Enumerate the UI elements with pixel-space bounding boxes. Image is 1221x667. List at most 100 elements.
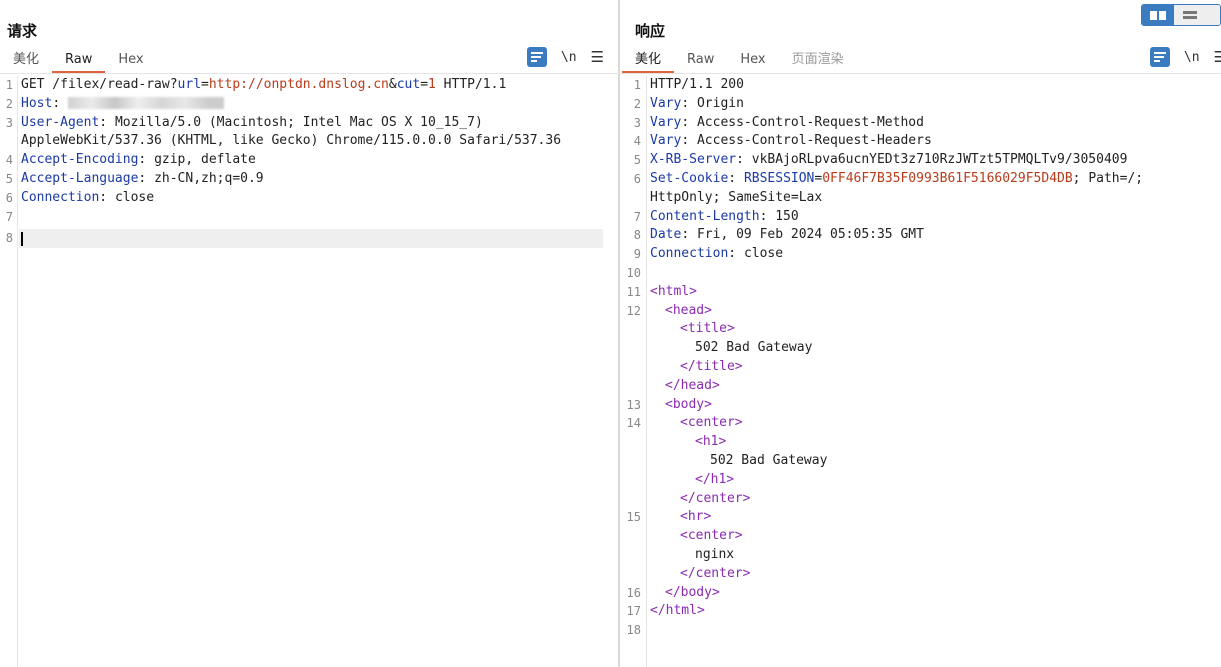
param-name: url	[177, 77, 202, 92]
line-number: 11	[626, 284, 641, 299]
html-line: <title>	[620, 320, 1221, 339]
line-number: 14	[626, 416, 641, 431]
line-number: 3	[633, 115, 641, 130]
header-line: 5 X-RB-Server: vkBAjoRLpva6ucnYEDt3z710R…	[620, 151, 1221, 170]
line-number: 5	[633, 153, 641, 168]
line-number: 10	[626, 265, 641, 280]
redacted-host	[67, 97, 224, 110]
html-line: <h1>	[620, 433, 1221, 452]
header-line: 3 Vary: Access-Control-Request-Method	[620, 114, 1221, 133]
html-tag: <center>	[680, 415, 743, 431]
empty-line: 7	[0, 208, 618, 227]
cookie-name: RBSESSION	[743, 170, 815, 186]
show-newlines-button[interactable]: \n	[1183, 49, 1200, 65]
tabbed-layout-button[interactable]	[1206, 5, 1220, 25]
param-value: 1	[428, 77, 436, 92]
layout-toggle	[1141, 4, 1221, 26]
header-value: Fri, 09 Feb 2024 05:05:35 GMT	[696, 227, 924, 243]
tab-divider	[0, 73, 618, 74]
header-separator: :	[99, 114, 115, 130]
header-key: User-Agent	[21, 114, 100, 130]
current-line[interactable]: 8	[0, 229, 618, 249]
cookie-attributes: HttpOnly; SameSite=Lax	[650, 189, 823, 205]
html-tag: <html>	[650, 283, 697, 299]
line-number: 6	[5, 190, 13, 205]
line-number: 9	[633, 247, 641, 262]
tab-render[interactable]: 页面渲染	[791, 52, 844, 67]
header-key: Accept-Encoding	[21, 152, 139, 168]
header-key: Host	[21, 95, 53, 111]
response-editor[interactable]: 1 HTTP/1.1 200 2 Vary: Origin 3 Vary: Ac…	[620, 76, 1221, 667]
request-line: 1 GET /filex/read-raw?url=http://onptdn.…	[0, 76, 618, 95]
line-number: 3	[5, 115, 13, 130]
tab-raw[interactable]: Raw	[687, 52, 715, 67]
equals-sign: =	[201, 77, 209, 92]
header-key: Date	[650, 227, 682, 243]
tab-hex[interactable]: Hex	[740, 52, 766, 67]
header-key: Set-Cookie	[650, 170, 729, 186]
gutter-divider	[17, 76, 18, 667]
line-number: 18	[626, 623, 641, 638]
request-title: 请求	[7, 22, 38, 40]
html-tag: <hr>	[680, 509, 712, 525]
menu-icon[interactable]: ☰	[590, 48, 604, 66]
header-value: close	[114, 189, 155, 205]
html-tag: <title>	[680, 321, 735, 337]
header-value: AppleWebKit/537.36 (KHTML, like Gecko) C…	[21, 133, 562, 149]
line-number: 8	[633, 228, 641, 243]
status-text: HTTP/1.1 200	[650, 77, 744, 92]
request-editor[interactable]: 1 GET /filex/read-raw?url=http://onptdn.…	[0, 76, 618, 667]
line-number: 1	[633, 78, 641, 92]
header-line: 2 Vary: Origin	[620, 95, 1221, 114]
pane-splitter[interactable]	[618, 0, 620, 667]
request-path: /filex/read-raw?	[44, 77, 178, 92]
line-number: 2	[633, 96, 641, 111]
html-text: 502 Bad Gateway	[695, 340, 813, 356]
show-newlines-button[interactable]: \n	[560, 49, 577, 65]
html-tag: </head>	[665, 377, 720, 393]
tab-divider	[620, 73, 1221, 74]
menu-icon[interactable]: ☰	[1213, 48, 1221, 66]
request-pane: 请求 美化 Raw Hex \n ☰ 1 GET /filex/read-raw…	[0, 22, 618, 667]
header-line: 8 Date: Fri, 09 Feb 2024 05:05:35 GMT	[620, 226, 1221, 245]
html-tag: </center>	[680, 565, 751, 581]
line-number: 15	[626, 510, 641, 525]
wrap-lines-icon[interactable]	[526, 47, 547, 67]
tab-pretty[interactable]: 美化	[622, 46, 675, 73]
ampersand: &	[388, 77, 397, 92]
stacked-layout-button[interactable]	[1174, 5, 1206, 25]
text-caret	[21, 232, 23, 247]
equals-sign: =	[814, 170, 823, 186]
html-line: 15 <hr>	[620, 508, 1221, 527]
line-number: 4	[5, 153, 13, 168]
request-tabs: 美化 Raw Hex	[0, 46, 157, 73]
header-line: 4 Vary: Access-Control-Request-Headers	[620, 132, 1221, 151]
header-separator: :	[138, 170, 155, 186]
html-line: 502 Bad Gateway	[620, 339, 1221, 358]
protocol-version: HTTP/1.1	[435, 77, 507, 92]
header-value: vkBAjoRLpva6ucnYEDt3z710RzJWTzt5TPMQLTv9…	[751, 152, 1128, 168]
html-tag: </html>	[650, 603, 705, 619]
html-tag: </body>	[665, 584, 720, 600]
tab-pretty[interactable]: 美化	[13, 52, 40, 67]
current-line-highlight	[19, 229, 603, 249]
header-separator: :	[138, 152, 155, 168]
tab-raw[interactable]: Raw	[52, 46, 106, 73]
html-text: nginx	[695, 546, 735, 562]
tab-hex[interactable]: Hex	[118, 52, 144, 67]
header-key: X-RB-Server	[650, 152, 737, 168]
line-number: 5	[5, 171, 13, 186]
cookie-attributes: ; Path=/;	[1072, 170, 1144, 186]
wrap-lines-icon[interactable]	[1149, 47, 1170, 67]
side-by-side-layout-button[interactable]	[1142, 5, 1174, 25]
html-line: 502 Bad Gateway	[620, 452, 1221, 471]
line-number: 1	[5, 78, 13, 92]
html-line: </head>	[620, 377, 1221, 396]
header-value: Access-Control-Request-Headers	[696, 133, 932, 149]
cookie-value: 0FF46F7B35F0993B61F5166029F5D4DB	[822, 170, 1073, 186]
header-value: Access-Control-Request-Method	[696, 114, 924, 130]
header-line-continuation: HttpOnly; SameSite=Lax	[620, 189, 1221, 208]
html-tag: <h1>	[695, 434, 727, 450]
header-key: Accept-Language	[21, 170, 139, 186]
header-key: Connection	[650, 246, 729, 262]
